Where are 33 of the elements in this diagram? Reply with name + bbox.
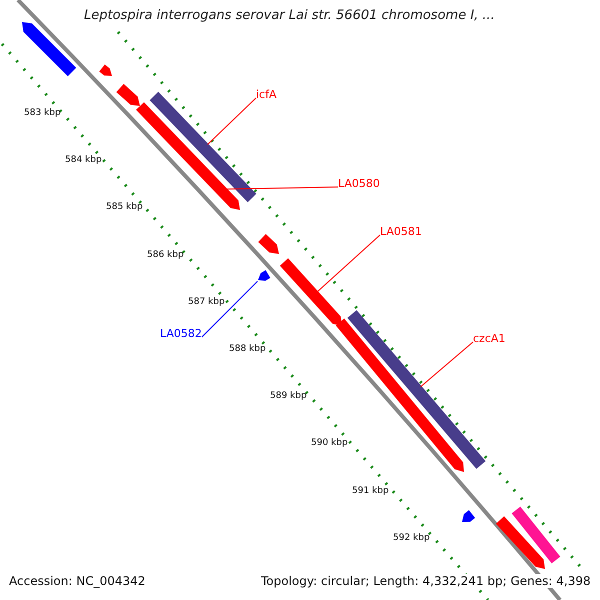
gene-segment bbox=[99, 64, 112, 76]
gene-segment bbox=[496, 516, 545, 569]
gene-segment bbox=[22, 22, 76, 76]
gene-label: LA0581 bbox=[380, 225, 422, 238]
leader-line bbox=[316, 234, 380, 292]
leader-line bbox=[207, 98, 256, 146]
gene-bar bbox=[512, 506, 560, 564]
scale-label: 587 kbp bbox=[188, 296, 225, 307]
gene-segment bbox=[258, 234, 279, 254]
gene-bar bbox=[150, 92, 256, 202]
gene-label: icfA bbox=[256, 88, 277, 101]
leader-line bbox=[420, 342, 474, 388]
gene-label: LA0582 bbox=[160, 327, 202, 340]
scale-label: 590 kbp bbox=[311, 438, 348, 448]
accession-text: Accession: NC_004342 bbox=[9, 574, 146, 588]
gene-segment bbox=[462, 510, 476, 522]
scale-label: 584 kbp bbox=[65, 155, 102, 166]
scale-label: 586 kbp bbox=[147, 250, 184, 260]
scale-label: 589 kbp bbox=[270, 391, 307, 402]
scale-label: 583 kbp bbox=[24, 108, 61, 118]
gene-segment bbox=[280, 258, 342, 326]
map-title: Leptospira interrogans serovar Lai str. 56601 chromosome I, ... bbox=[84, 8, 495, 23]
leader-line bbox=[224, 186, 338, 190]
gene-label: czcA1 bbox=[473, 332, 506, 345]
gene-segment bbox=[116, 84, 140, 106]
scale-label: 585 kbp bbox=[106, 202, 143, 212]
scale-label: 592 kbp bbox=[393, 532, 430, 543]
gene-label: LA0580 bbox=[338, 177, 380, 190]
summary-text: Topology: circular; Length: 4,332,241 bp; Genes: 4,398 bbox=[261, 574, 591, 588]
scale-label: 591 kbp bbox=[352, 486, 389, 496]
scale-label: 588 kbp bbox=[229, 344, 266, 354]
gene-segment bbox=[258, 270, 270, 281]
leader-line bbox=[201, 280, 258, 338]
